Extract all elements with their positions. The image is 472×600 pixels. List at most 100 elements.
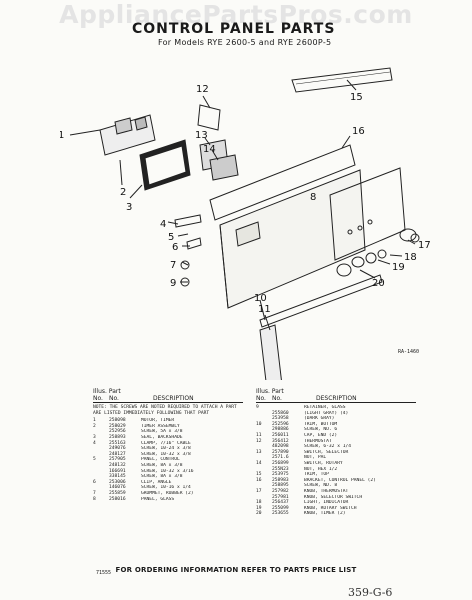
parts-list-left: Illus. Part No. No. DESCRIPTION NOTE: TH…: [93, 388, 243, 502]
description: CAP, END (2): [304, 432, 338, 438]
description: SCREW, 10-16 x 1/4: [141, 485, 191, 491]
table-row: 146076 SCREW, 10-16 x 1/4: [93, 485, 243, 491]
part-no: 249076: [109, 446, 126, 452]
part-no: 255860: [272, 410, 289, 416]
callout-14: 14: [203, 144, 216, 155]
illus-no: 8: [93, 496, 96, 502]
illus-no: 10: [256, 421, 262, 427]
ordering-info: FOR ORDERING INFORMATION REFER TO PARTS …: [115, 566, 357, 574]
description: KNOB, SELECTOR SWITCH: [304, 494, 363, 500]
handwritten-page-code: 359-G-6: [348, 586, 393, 599]
description: SCREW, NO. 6: [304, 427, 338, 433]
end-cap-shape: [259, 324, 282, 380]
callout-6: 6: [172, 242, 178, 253]
table-row: 257981 KNOB, SELECTOR SWITCH: [256, 495, 416, 501]
table-header-top: Illus. Part: [93, 388, 121, 395]
part-no: 255N23: [272, 466, 289, 472]
illus-no: 1: [93, 418, 96, 424]
illus-no: 7: [93, 490, 96, 496]
illus-no: 14: [256, 460, 262, 466]
callout-12: 12: [196, 84, 209, 95]
description: NUT, PAL: [304, 455, 327, 461]
description: SCREW, 10-32 x 3/16: [141, 468, 194, 474]
description: KNOB, TIMER (2): [304, 511, 346, 517]
description: CLIP, ANGLE: [141, 479, 172, 485]
callout-10: 10: [254, 293, 267, 304]
part-no: 338145: [109, 474, 126, 480]
thermostat-shape: [197, 104, 221, 131]
illus-no: 4: [93, 440, 96, 446]
watermark: AppliancePartsPros.com: [59, 0, 413, 29]
illus-no: 5: [93, 457, 96, 463]
knobs-group: [336, 228, 420, 277]
drawing-reference: RA-1460: [398, 349, 420, 355]
illus-no: 3: [93, 434, 96, 440]
callout-8: 8: [310, 192, 316, 203]
part-no: 257982: [272, 488, 289, 494]
description: KNOB, ROTARY SWITCH: [304, 505, 357, 511]
part-no: 248132: [109, 462, 126, 468]
callout-15: 15: [350, 92, 363, 103]
description: RETAINER, GLASS: [304, 405, 346, 410]
part-no: 258893: [109, 434, 126, 440]
illus-no: 13: [256, 449, 262, 455]
description: NUT, HEX 1/2: [304, 466, 338, 472]
description: (DARK GRAY): [304, 416, 335, 422]
part-no: 257981: [272, 494, 289, 500]
top-trim-shape: [291, 67, 393, 93]
description: PANEL, CONTROL: [141, 457, 180, 463]
table-row: 2571.6 NUT, PAL: [256, 455, 416, 461]
part-no: 257890: [272, 449, 289, 455]
callout-7: 7: [170, 260, 176, 271]
description: SWITCH, SELECTOR: [304, 449, 349, 455]
table-row: 12 356412 THERMOSTAT: [256, 439, 416, 445]
part-no: 253006: [109, 479, 126, 485]
description: SCREW, 8A x 3/8: [141, 474, 183, 480]
part-no: 298886: [272, 427, 289, 433]
part-no: 2571.6: [272, 455, 289, 461]
illus-no: 16: [256, 477, 262, 483]
screw-note: NOTE: THE SCREWS ARE NOTED REQUIRED TO A…: [93, 405, 237, 416]
description: KNOB, THERMOSTAT: [304, 488, 349, 494]
description: BRACKET, CONTROL PANEL (2): [304, 477, 376, 483]
table-row: 248132 SCREW, 8A x 3/8: [93, 463, 243, 469]
footer-code: 71555: [96, 570, 112, 576]
description: CLAMP, 7/16" CABLE: [141, 440, 191, 446]
table-row: 338145 SCREW, 8A x 3/8: [93, 474, 243, 480]
callout-17: 17: [418, 240, 431, 251]
page-subtitle: For Models RYE 2600-5 and RYE 2600P-5: [158, 38, 332, 47]
rotary-switch-shape: [209, 154, 239, 181]
illus-no: 12: [256, 438, 262, 444]
table-header-top: Illus. Part: [256, 388, 284, 395]
description: THERMOSTAT: [304, 438, 332, 444]
callout-1: 1: [60, 130, 64, 141]
description: MOTOR, TIMER: [141, 418, 175, 424]
description: (LIGHT GRAY) (4): [304, 410, 349, 416]
description: SCREW, 10-24 x 3/8: [141, 446, 191, 452]
part-no: 356412: [272, 438, 289, 444]
part-no: 146076: [109, 485, 126, 491]
illus-no: 11: [256, 432, 262, 438]
callout-3: 3: [126, 202, 132, 213]
table-row: 255860 (LIGHT GRAY) (4): [256, 411, 416, 417]
callout-4: 4: [160, 219, 166, 230]
callout-20: 20: [372, 278, 385, 289]
table-row: 298886 SCREW, NO. 6: [256, 427, 416, 433]
description: SCREW, 8A x 3/8: [141, 462, 183, 468]
page-title: CONTROL PANEL PARTS: [132, 21, 336, 37]
